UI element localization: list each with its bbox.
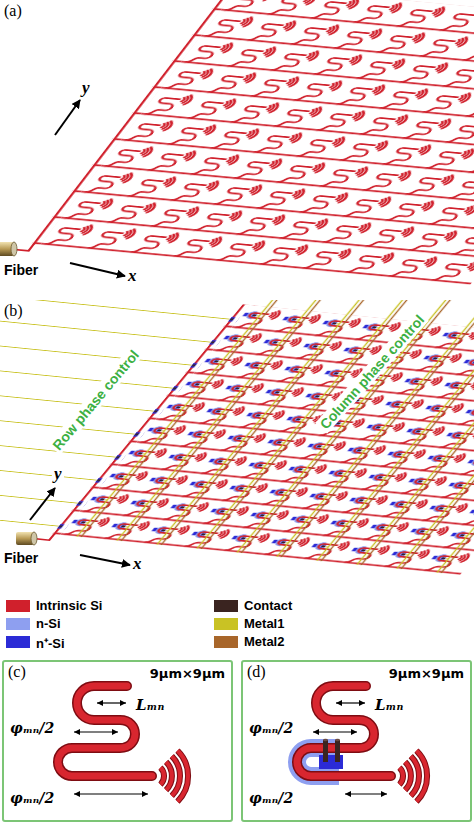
phase-label: φₘₙ/2 bbox=[10, 720, 54, 736]
legend-text: n-Si bbox=[36, 616, 61, 631]
panel-label: (a) bbox=[4, 2, 22, 20]
phase-label: φₘₙ/2 bbox=[249, 790, 293, 806]
legend-text: Metal2 bbox=[244, 634, 284, 649]
array-illustration bbox=[0, 0, 474, 298]
panel-box: 9μm×9μmLₘₙ φₘₙ/2 φₘₙ/2 bbox=[2, 660, 233, 822]
legend-swatch bbox=[214, 618, 238, 630]
dimension-label: 9μm×9μm bbox=[389, 666, 464, 681]
dimension-label: 9μm×9μm bbox=[150, 666, 225, 681]
panel-box: 9μm×9μmLₘₙ φₘₙ/2 φₘₙ/2 bbox=[241, 660, 472, 822]
fiber-label: Fiber bbox=[4, 550, 38, 566]
panel-label: (c) bbox=[8, 663, 26, 681]
phase-label: φₘₙ/2 bbox=[249, 720, 293, 736]
legend-text: Intrinsic Si bbox=[36, 598, 102, 613]
legend-swatch bbox=[214, 600, 238, 612]
length-label: Lₘₙ bbox=[375, 696, 403, 714]
dimension-arrow bbox=[345, 793, 387, 794]
axis-label: y bbox=[52, 464, 64, 484]
axis-arrow bbox=[30, 488, 55, 520]
axis-label: y bbox=[82, 78, 90, 98]
phase-label: φₘₙ/2 bbox=[10, 790, 54, 806]
legend-swatch bbox=[214, 636, 238, 648]
panel-label: (d) bbox=[247, 663, 266, 681]
axis-arrow bbox=[55, 100, 80, 135]
control-label: Column phase control bbox=[315, 310, 428, 434]
axis-arrow bbox=[70, 263, 125, 276]
fiber-label: Fiber bbox=[4, 262, 38, 278]
contact-symbol bbox=[323, 739, 340, 762]
length-label: Lₘₙ bbox=[136, 696, 164, 714]
control-label: Row phase control bbox=[47, 345, 142, 454]
axis-arrow bbox=[80, 555, 130, 565]
dimension-arrow bbox=[74, 793, 148, 794]
axis-label: x bbox=[133, 554, 142, 574]
legend-swatch bbox=[6, 618, 30, 630]
dimension-arrow bbox=[313, 731, 357, 732]
axis-label: x bbox=[128, 266, 137, 286]
fiber-symbol bbox=[16, 532, 37, 545]
legend-swatch bbox=[6, 600, 30, 612]
legend-text: Metal1 bbox=[244, 616, 284, 631]
dimension-arrow bbox=[74, 731, 118, 732]
dimension-arrow bbox=[97, 702, 126, 703]
dimension-arrow bbox=[336, 702, 365, 703]
legend-text: n⁺-Si bbox=[36, 634, 65, 652]
legend-text: Contact bbox=[244, 598, 292, 613]
legend-swatch bbox=[6, 636, 30, 648]
panel-label: (b) bbox=[4, 302, 23, 320]
fiber-symbol bbox=[0, 242, 17, 256]
